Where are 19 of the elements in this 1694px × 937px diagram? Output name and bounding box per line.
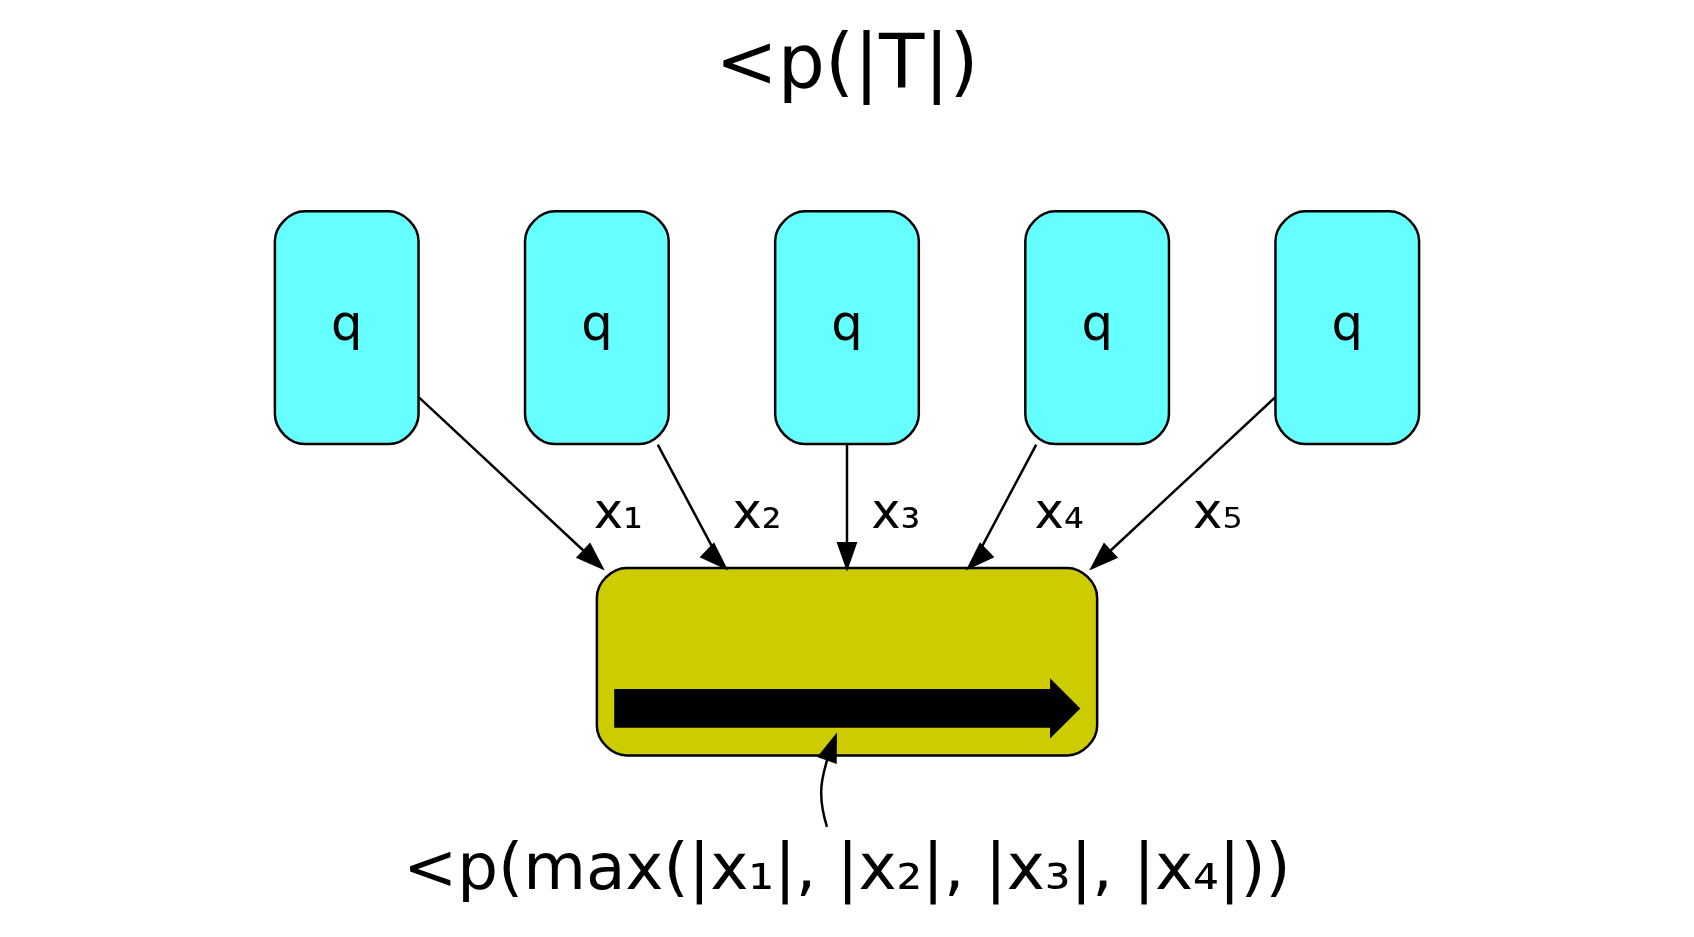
node-arrow (614, 678, 1081, 739)
arrow (965, 444, 1038, 571)
arrow (418, 396, 605, 571)
arrow (1089, 396, 1276, 571)
node-box: q (1024, 210, 1171, 446)
arrow (817, 732, 837, 828)
node-text: <p(max(|x₁|, |x₂|, |x₃|, |x₄|)) (403, 828, 1291, 904)
edge-label: x₁ (593, 482, 643, 541)
node-box: q (773, 210, 921, 446)
edge-label: x₃ (871, 482, 921, 541)
node-box: q (523, 210, 670, 446)
label: <p(|T|) (715, 18, 979, 106)
edge-label: x₄ (1034, 482, 1084, 541)
node-box: q (1274, 210, 1421, 446)
edge-label: x₅ (1193, 482, 1243, 541)
arrow (656, 444, 729, 571)
cluster (595, 566, 1099, 757)
node-box: q (273, 210, 420, 446)
edge-label: x₂ (732, 482, 782, 541)
